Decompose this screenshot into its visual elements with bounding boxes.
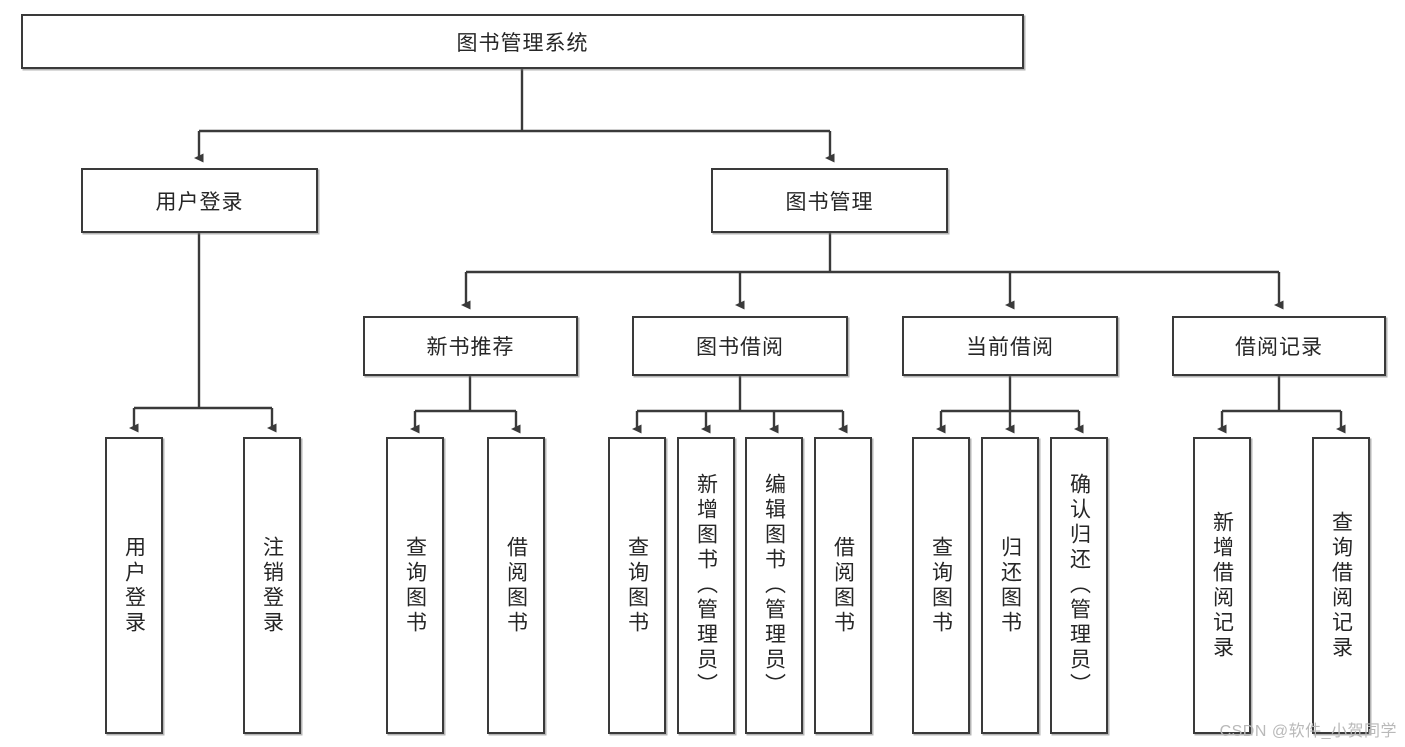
node-borrow-record[interactable]: 借阅记录 xyxy=(1172,316,1386,376)
node-leaf-query-record[interactable]: 查询借阅记录 xyxy=(1312,437,1370,734)
node-leaf-add-record-label: 新增借阅记录 xyxy=(1210,510,1234,661)
node-book-manage[interactable]: 图书管理 xyxy=(711,168,948,233)
node-book-borrow-label: 图书借阅 xyxy=(696,336,784,359)
node-new-book-recommend[interactable]: 新书推荐 xyxy=(363,316,578,376)
watermark-text: CSDN @软件_小贺同学 xyxy=(1219,723,1397,740)
node-user-login-label: 用户登录 xyxy=(155,190,244,214)
node-borrow-record-label: 借阅记录 xyxy=(1235,336,1323,359)
node-leaf-edit-book[interactable]: 编辑图书（管理员） xyxy=(745,437,803,734)
node-leaf-query-book-3[interactable]: 查询图书 xyxy=(912,437,970,734)
node-root[interactable]: 图书管理系统 xyxy=(21,14,1024,69)
node-leaf-query-book-2-label: 查询图书 xyxy=(625,535,649,636)
node-leaf-return-book-label: 归还图书 xyxy=(998,535,1022,636)
node-leaf-logout-login-label: 注销登录 xyxy=(260,535,284,636)
node-leaf-query-book-1-label: 查询图书 xyxy=(403,535,427,636)
node-leaf-query-record-label: 查询借阅记录 xyxy=(1329,510,1353,661)
node-leaf-confirm-return[interactable]: 确认归还（管理员） xyxy=(1050,437,1108,734)
node-book-borrow[interactable]: 图书借阅 xyxy=(632,316,848,376)
node-current-borrow[interactable]: 当前借阅 xyxy=(902,316,1118,376)
node-leaf-edit-book-label: 编辑图书（管理员） xyxy=(762,473,786,698)
node-leaf-logout-login[interactable]: 注销登录 xyxy=(243,437,301,734)
node-leaf-user-login[interactable]: 用户登录 xyxy=(105,437,163,734)
node-new-book-recommend-label: 新书推荐 xyxy=(426,336,515,359)
node-root-label: 图书管理系统 xyxy=(456,31,589,55)
node-leaf-add-book[interactable]: 新增图书（管理员） xyxy=(677,437,735,734)
node-leaf-borrow-book-2-label: 借阅图书 xyxy=(831,535,855,636)
node-leaf-query-book-1[interactable]: 查询图书 xyxy=(386,437,444,734)
node-book-manage-label: 图书管理 xyxy=(785,190,874,214)
node-current-borrow-label: 当前借阅 xyxy=(966,336,1054,359)
node-leaf-borrow-book-1[interactable]: 借阅图书 xyxy=(487,437,545,734)
node-leaf-add-book-label: 新增图书（管理员） xyxy=(694,473,718,698)
node-leaf-user-login-label: 用户登录 xyxy=(122,535,146,636)
node-leaf-return-book[interactable]: 归还图书 xyxy=(981,437,1039,734)
node-leaf-confirm-return-label: 确认归还（管理员） xyxy=(1067,473,1091,698)
node-leaf-add-record[interactable]: 新增借阅记录 xyxy=(1193,437,1251,734)
node-leaf-borrow-book-2[interactable]: 借阅图书 xyxy=(814,437,872,734)
node-user-login[interactable]: 用户登录 xyxy=(81,168,318,233)
node-leaf-borrow-book-1-label: 借阅图书 xyxy=(504,535,528,636)
node-leaf-query-book-3-label: 查询图书 xyxy=(929,535,953,636)
node-leaf-query-book-2[interactable]: 查询图书 xyxy=(608,437,666,734)
